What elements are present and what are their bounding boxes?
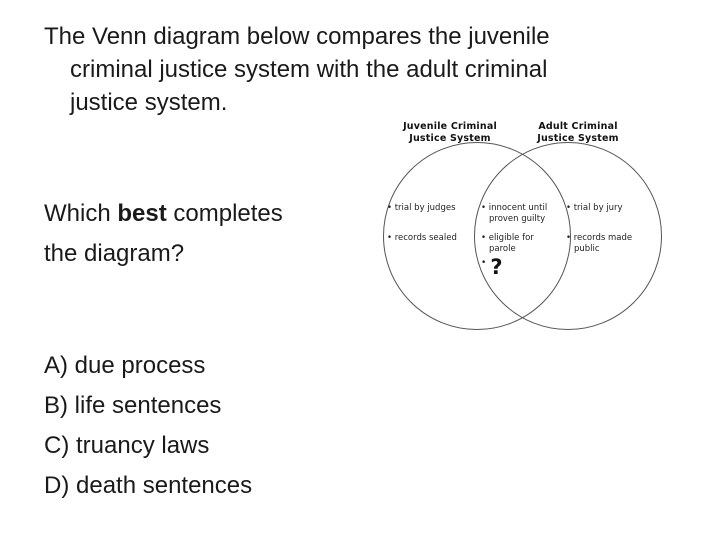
intro-line-1: The Venn diagram below compares the juve… xyxy=(44,23,550,50)
question-bold-word: best xyxy=(117,200,167,227)
answer-option-c: C) truancy laws xyxy=(44,432,210,459)
answer-options: A) due process B) life sentences C) trua… xyxy=(44,346,252,506)
venn-left-item-1: • trial by judges xyxy=(387,203,456,213)
question-prefix: Which xyxy=(44,200,118,227)
question-mark: ? xyxy=(490,255,503,279)
intro-line-2: criminal justice system with the adult c… xyxy=(70,56,548,83)
venn-overlap-item-2: • eligible for parole xyxy=(481,233,534,254)
venn-left-title: Juvenile Criminal Justice System xyxy=(403,121,497,144)
answer-option-d: D) death sentences xyxy=(44,472,253,499)
question-line-1: Which best completes xyxy=(44,194,283,234)
venn-left-item-2: • records sealed xyxy=(387,233,457,243)
intro-paragraph: The Venn diagram below compares the juve… xyxy=(44,20,550,119)
answer-option-b: B) life sentences xyxy=(44,392,222,419)
venn-overlap-item-1: • innocent until proven guilty xyxy=(481,203,548,224)
bullet-dot: • xyxy=(481,258,487,268)
question-text: Which best completes the diagram? xyxy=(44,194,283,274)
venn-right-title: Adult Criminal Justice System xyxy=(537,121,619,144)
question-suffix: completes xyxy=(166,200,283,227)
venn-diagram: Juvenile Criminal Justice System Adult C… xyxy=(345,118,675,343)
venn-right-item-2: • records made public xyxy=(566,233,633,254)
venn-question-mark-row: • ? xyxy=(481,255,503,279)
venn-right-item-1: • trial by jury xyxy=(566,203,623,213)
intro-line-3: justice system. xyxy=(70,89,228,116)
venn-right-circle xyxy=(474,142,662,330)
answer-option-a: A) due process xyxy=(44,352,206,379)
question-line-2: the diagram? xyxy=(44,240,185,267)
